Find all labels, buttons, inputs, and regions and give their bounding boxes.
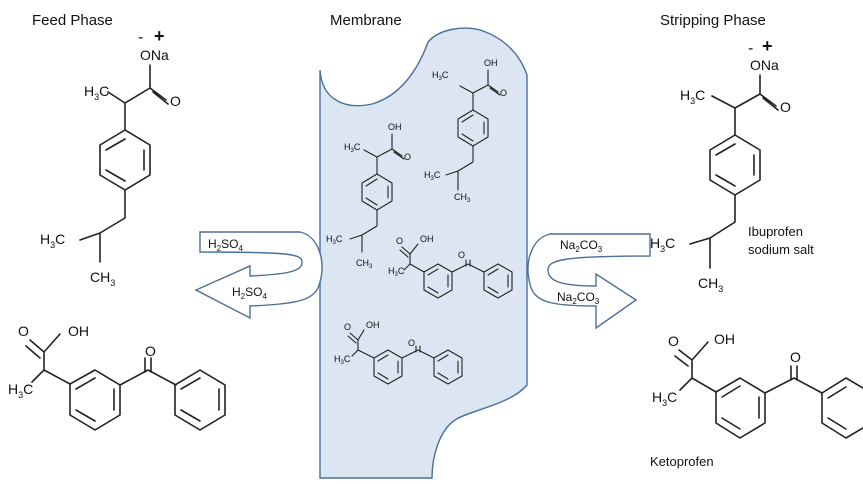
svg-text:H3C: H3C bbox=[652, 389, 677, 408]
svg-text:CH3: CH3 bbox=[90, 269, 115, 288]
svg-text:O: O bbox=[404, 152, 411, 162]
na2co3-label-top: Na2CO3 bbox=[560, 238, 603, 254]
feed-phase-heading: Feed Phase bbox=[32, 12, 113, 29]
svg-text:ONa: ONa bbox=[140, 47, 169, 63]
na2co3-curved-arrow bbox=[527, 233, 651, 330]
svg-text:O: O bbox=[18, 323, 29, 339]
svg-text:-: - bbox=[138, 29, 143, 46]
svg-text:O: O bbox=[170, 93, 181, 109]
h2so4-curved-arrow bbox=[194, 231, 323, 320]
svg-text:CH3: CH3 bbox=[698, 275, 723, 294]
h2so4-label-top: H2SO4 bbox=[208, 237, 243, 253]
membrane-heading: Membrane bbox=[330, 12, 402, 29]
svg-text:H3C: H3C bbox=[40, 231, 65, 250]
svg-text:OH: OH bbox=[484, 58, 498, 68]
ibuprofen-label-line2: sodium salt bbox=[748, 242, 814, 257]
svg-text:OH: OH bbox=[68, 323, 89, 339]
svg-text:OH: OH bbox=[714, 331, 735, 347]
svg-text:H3C: H3C bbox=[84, 83, 109, 102]
svg-text:O: O bbox=[668, 333, 679, 349]
svg-text:+: + bbox=[154, 26, 165, 46]
na2co3-label-bottom: Na2CO3 bbox=[557, 290, 600, 306]
svg-text:H3C: H3C bbox=[8, 381, 33, 400]
membrane-ketoprofen-molecule-2: O OH O H3C bbox=[334, 320, 463, 385]
svg-text:H3C: H3C bbox=[334, 354, 351, 366]
membrane-ibuprofen-molecule-2: OH O H3C H3C CH3 bbox=[326, 122, 411, 270]
svg-text:CH3: CH3 bbox=[356, 258, 373, 270]
membrane-body bbox=[319, 27, 528, 479]
svg-text:O: O bbox=[408, 338, 415, 348]
svg-text:H3C: H3C bbox=[424, 170, 441, 182]
svg-text:ONa: ONa bbox=[750, 57, 779, 73]
svg-text:CH3: CH3 bbox=[454, 192, 471, 204]
svg-text:O: O bbox=[780, 99, 791, 115]
ketoprofen-label: Ketoprofen bbox=[650, 454, 714, 469]
membrane-ketoprofen-molecule-1: O OH O H3C bbox=[388, 234, 513, 299]
svg-text:-: - bbox=[748, 40, 753, 57]
svg-text:H3C: H3C bbox=[388, 266, 405, 278]
svg-text:H3C: H3C bbox=[650, 235, 675, 254]
svg-text:O: O bbox=[145, 343, 156, 359]
svg-text:H3C: H3C bbox=[326, 234, 343, 246]
svg-text:OH: OH bbox=[388, 122, 402, 132]
svg-text:OH: OH bbox=[420, 234, 434, 244]
svg-text:O: O bbox=[458, 250, 465, 260]
svg-text:OH: OH bbox=[366, 320, 380, 330]
ibuprofen-label-line1: Ibuprofen bbox=[748, 224, 803, 239]
svg-text:O: O bbox=[790, 349, 801, 365]
svg-text:H3C: H3C bbox=[432, 70, 449, 82]
svg-text:H3C: H3C bbox=[344, 142, 361, 154]
svg-text:O: O bbox=[344, 322, 351, 332]
membrane-ibuprofen-molecule-1: OH O H3C H3C CH3 bbox=[424, 58, 507, 204]
feed-ketoprofen-structure: O OH O H3C bbox=[8, 323, 226, 431]
svg-text:O: O bbox=[500, 88, 507, 98]
feed-ibuprofen-sodium-structure: - + ONa O H3C H3C CH3 bbox=[40, 26, 181, 288]
svg-text:+: + bbox=[762, 36, 773, 56]
h2so4-label-bottom: H2SO4 bbox=[232, 285, 267, 301]
svg-text:H3C: H3C bbox=[680, 87, 705, 106]
stripping-ketoprofen-structure: O OH O H3C Ketoprofen bbox=[650, 331, 863, 469]
stripping-phase-heading: Stripping Phase bbox=[660, 12, 766, 29]
svg-text:O: O bbox=[396, 236, 403, 246]
stripping-ibuprofen-sodium-structure: - + ONa O H3C H3C CH3 Ibuprofen sodium s… bbox=[650, 36, 814, 294]
